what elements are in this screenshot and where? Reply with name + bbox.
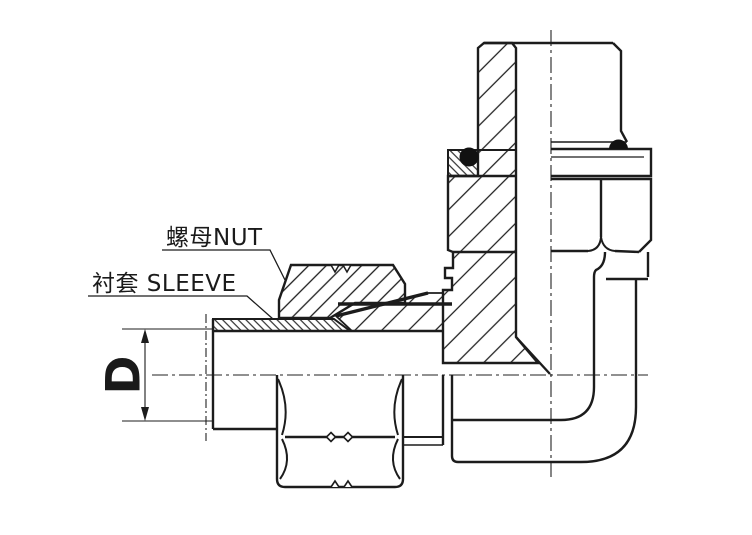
thread-notch: [341, 264, 353, 274]
nut-external: [275, 375, 405, 489]
dimension-d: [122, 328, 213, 422]
hex-corner-arc-left: [587, 236, 602, 252]
annotations: [88, 249, 286, 320]
hex-corner-arc-right: [600, 236, 616, 252]
body-main-section: [441, 41, 541, 365]
nut-chamfer-arc: [279, 438, 288, 480]
stud-external: [484, 41, 653, 254]
body-mouth-strip-section: [334, 292, 444, 332]
washer-external: [551, 147, 653, 178]
thread-notch: [329, 264, 341, 274]
nut-label: 螺母NUT: [166, 225, 263, 251]
hex-bottom-edge: [551, 249, 640, 254]
nut-section-body: [277, 263, 407, 320]
hex-vertex-diamond: [342, 431, 354, 443]
arrowhead-up: [141, 329, 149, 343]
nut-section: [277, 263, 407, 320]
body-section: [334, 41, 551, 375]
oring-seal-left: [459, 147, 479, 167]
stud-right-profile: [612, 42, 629, 143]
nut-chamfer-arc: [277, 378, 287, 436]
bore-chamfer-line: [515, 336, 551, 375]
dimension-d-label: D: [97, 355, 152, 394]
neck-and-inner-contour: [452, 251, 607, 422]
elbow-external: [403, 251, 650, 464]
sleeve-leader-line: [88, 295, 274, 320]
sleeve-label: 衬套 SLEEVE: [92, 271, 237, 297]
sleeve-section: [212, 318, 353, 332]
hex-bottom-notch: [343, 479, 353, 488]
oring-seal-right: [609, 139, 628, 149]
hex-vertex-diamond: [325, 431, 337, 443]
leg-outer-contour: [450, 278, 638, 464]
centerlines: [152, 30, 648, 477]
nut-chamfer-arc: [393, 378, 403, 436]
arrowhead-down: [141, 407, 149, 421]
nut-chamfer-arc: [392, 438, 401, 480]
nut-leader-line: [162, 249, 286, 281]
nut-hex-silhouette: [275, 375, 405, 489]
hex-bottom-notch: [330, 479, 340, 488]
